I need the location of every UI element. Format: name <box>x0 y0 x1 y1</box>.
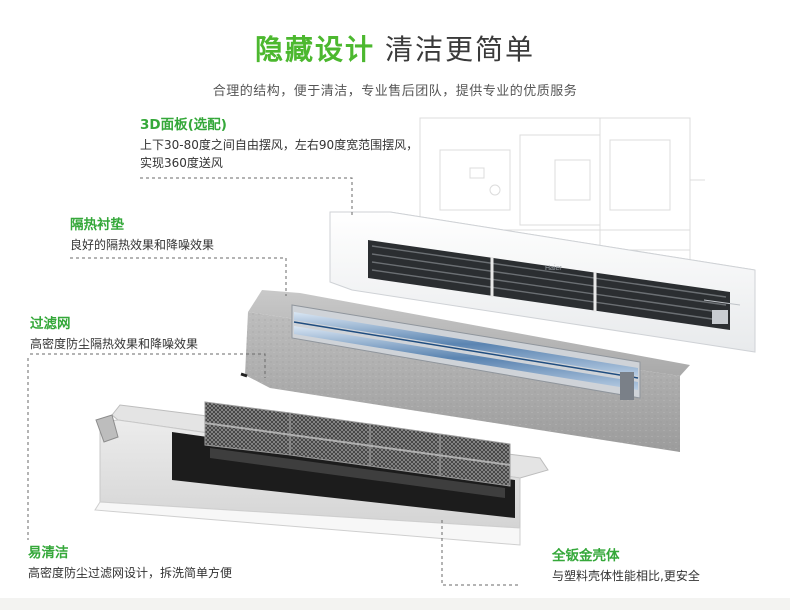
leader-lines <box>27 177 520 586</box>
page-title: 隐藏设计清洁更简单 <box>0 28 790 68</box>
feature-shell: 全钣金壳体 与塑料壳体性能相比,更安全 <box>552 544 700 585</box>
page-subtitle: 合理的结构，便于清洁，专业售后团队，提供专业的优质服务 <box>212 84 578 99</box>
title-highlight: 隐藏设计 <box>254 33 375 66</box>
feature-easy-clean-title: 易清洁 <box>28 545 69 561</box>
feature-insulation-title: 隔热衬垫 <box>70 217 124 233</box>
feature-3d-panel-desc-1: 上下30-80度之间自由摆风，左右90度宽范围摆风， <box>140 138 419 152</box>
title-main: 清洁更简单 <box>385 33 536 66</box>
feature-filter-desc: 高密度防尘隔热效果和降噪效果 <box>30 337 199 351</box>
insulation-unit <box>240 290 690 452</box>
filter-panels <box>204 401 511 498</box>
feature-shell-title: 全钣金壳体 <box>552 548 620 564</box>
feature-3d-panel: 3D面板(选配) 上下30-80度之间自由摆风，左右90度宽范围摆风， 实现36… <box>140 113 418 172</box>
bottom-strip <box>0 598 790 610</box>
panel-unit: Haier <box>329 211 756 394</box>
feature-insulation: 隔热衬垫 良好的隔热效果和降噪效果 <box>70 213 214 254</box>
feature-shell-desc: 与塑料壳体性能相比,更安全 <box>552 569 700 583</box>
feature-filter: 过滤网 高密度防尘隔热效果和降噪效果 <box>30 312 198 353</box>
shell-unit <box>94 401 549 546</box>
feature-insulation-desc: 良好的隔热效果和降噪效果 <box>70 238 215 252</box>
feature-filter-title: 过滤网 <box>30 316 71 332</box>
feature-easy-clean-desc: 高密度防尘过滤网设计，拆洗简单方便 <box>28 566 233 580</box>
panel-logo: Haier <box>545 265 562 272</box>
feature-3d-panel-title: 3D面板(选配) <box>140 117 227 133</box>
feature-easy-clean: 易清洁 高密度防尘过滤网设计，拆洗简单方便 <box>28 541 232 582</box>
feature-3d-panel-desc-2: 实现360度送风 <box>140 156 223 170</box>
